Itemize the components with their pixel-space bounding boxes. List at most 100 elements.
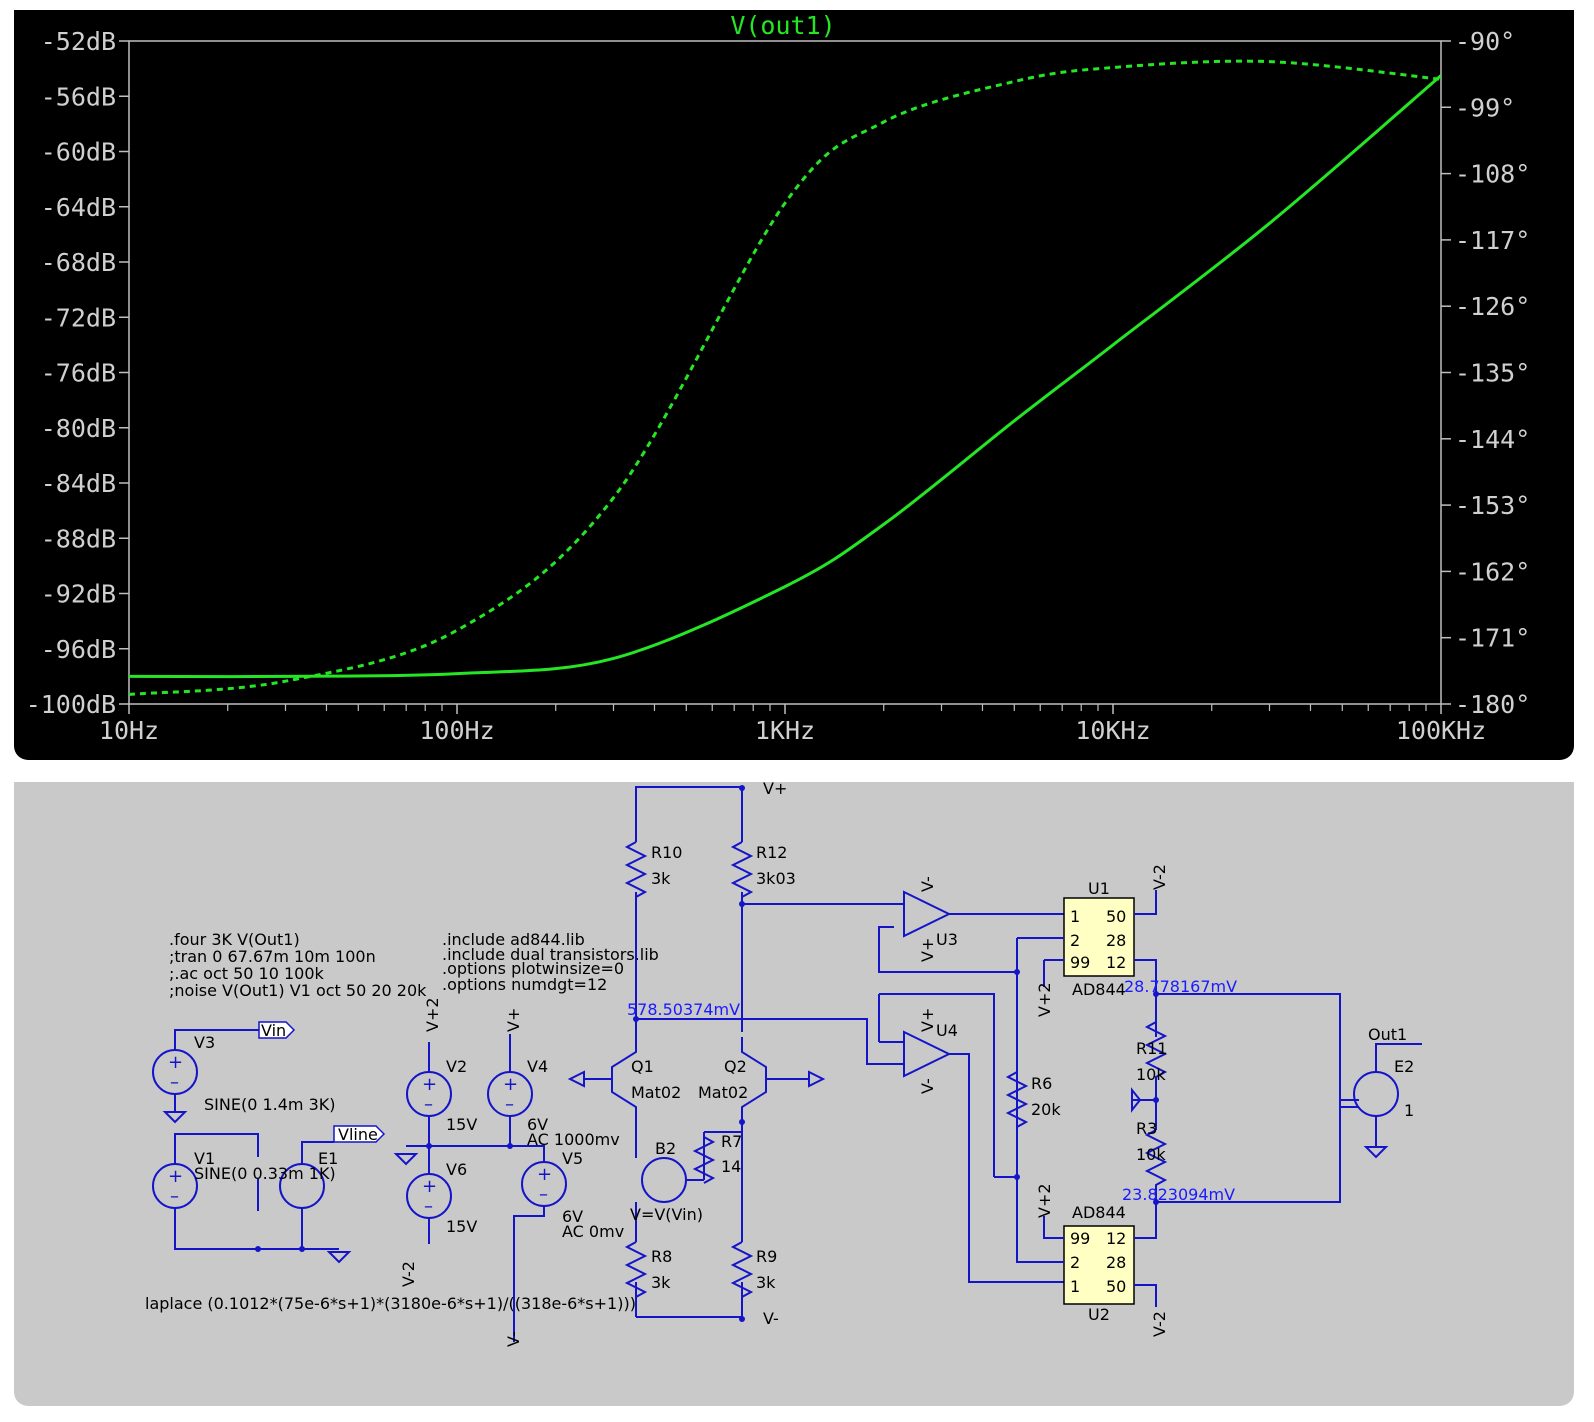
buffers-u3-u4[interactable]: U3 U4 V- V+ V+ V- bbox=[866, 876, 1064, 1283]
left-tick-label: -88dB bbox=[41, 524, 116, 553]
right-tick-label: -171° bbox=[1455, 624, 1530, 653]
r3-value: 10k bbox=[1136, 1145, 1166, 1164]
net-vplus2-label-v2: V+2 bbox=[423, 997, 442, 1032]
right-tick-label: -90° bbox=[1455, 27, 1515, 56]
spice-directive-plotwinsize[interactable]: .options plotwinsize=0 bbox=[442, 959, 624, 978]
b2-value: V=V(Vin) bbox=[630, 1205, 703, 1224]
right-tick-label: -144° bbox=[1455, 425, 1530, 454]
output-e2[interactable]: Out1 E2 1 bbox=[1340, 1025, 1422, 1159]
net-vminus2-label-u1: V-2 bbox=[1150, 864, 1169, 890]
v3-value: SINE(0 1.4m 3K) bbox=[204, 1095, 336, 1114]
spice-directive-numdgt[interactable]: .options numdgt=12 bbox=[442, 975, 607, 994]
v5-ac: AC 0mv bbox=[562, 1222, 624, 1241]
supply-sources[interactable]: V+2 V+ V-2 V- V2 15V V6 15V V4 6V AC 100… bbox=[393, 997, 624, 1347]
right-tick-label: -99° bbox=[1455, 93, 1515, 122]
v1-name: V1 bbox=[194, 1149, 215, 1168]
x-axis-frequency: 10Hz 100Hz 1KHz 10KHz 100KHz bbox=[99, 704, 1486, 745]
left-tick-label: -76dB bbox=[41, 359, 116, 388]
v6-value: 15V bbox=[446, 1217, 477, 1236]
r6-value: 20k bbox=[1031, 1100, 1061, 1119]
x-tick-label: 10KHz bbox=[1075, 716, 1150, 745]
e1-name: E1 bbox=[318, 1149, 338, 1168]
source-v1-e1[interactable]: Vline V1 SINE(0 0.33m 1K) E1 bbox=[152, 1125, 386, 1264]
u2-name: U2 bbox=[1088, 1305, 1110, 1324]
u1-pin-l1: 2 bbox=[1070, 931, 1080, 950]
source-v3[interactable]: Vin V3 SINE(0 1.4m 3K) bbox=[152, 1021, 336, 1124]
opamp-u1[interactable]: 1 2 99 50 28 12 U1 AD844 V-2 V+2 bbox=[1014, 864, 1169, 1177]
left-tick-label: -60dB bbox=[41, 138, 116, 167]
node-voltage-u2-output[interactable]: 23.823094mV bbox=[1122, 1185, 1235, 1204]
schematic-editor[interactable]: + – .four 3K V(Out1) ;tran 0 67.67m 10m … bbox=[14, 782, 1574, 1406]
r10-name: R10 bbox=[651, 843, 682, 862]
v2-value: 15V bbox=[446, 1115, 477, 1134]
left-axis-db: -52dB-56dB-60dB-64dB-68dB-72dB-76dB-80dB… bbox=[26, 27, 129, 719]
q2-model: Mat02 bbox=[698, 1083, 748, 1102]
r12-name: R12 bbox=[756, 843, 787, 862]
node-voltage-collector[interactable]: 578.50374mV bbox=[627, 1000, 740, 1019]
spice-directive-include-transistors[interactable]: .include dual transistors.lib bbox=[442, 945, 659, 964]
net-vplus2-label-u1: V+2 bbox=[1035, 982, 1054, 1017]
u1-name: U1 bbox=[1088, 879, 1110, 898]
u1-pin-l2: 99 bbox=[1070, 953, 1090, 972]
u1-pin-r2: 12 bbox=[1106, 953, 1126, 972]
left-tick-label: -80dB bbox=[41, 414, 116, 443]
feedback-resistors[interactable]: R6 20k R11 10k R3 10k 28.778167mV 23.823… bbox=[994, 977, 1359, 1204]
u1-pin-r0: 50 bbox=[1106, 907, 1126, 926]
r3-name: R3 bbox=[1136, 1119, 1157, 1138]
v6-name: V6 bbox=[446, 1160, 467, 1179]
left-tick-label: -56dB bbox=[41, 82, 116, 111]
r6-name: R6 bbox=[1031, 1074, 1052, 1093]
u1-pin-l0: 1 bbox=[1070, 907, 1080, 926]
left-tick-label: -52dB bbox=[41, 27, 116, 56]
net-vplus2-label-u2: V+2 bbox=[1035, 1183, 1054, 1218]
u2-pin-r2: 50 bbox=[1106, 1277, 1126, 1296]
q2-name: Q2 bbox=[724, 1057, 747, 1076]
right-tick-label: -126° bbox=[1455, 292, 1530, 321]
magnitude-trace bbox=[128, 74, 1442, 679]
differential-pair[interactable]: V+ R10 3k R12 3k03 578.50374mV Q1 Mat02 … bbox=[567, 782, 894, 1328]
r9-value: 3k bbox=[756, 1273, 776, 1292]
v4-ac: AC 1000mv bbox=[527, 1130, 620, 1149]
waveform-viewer[interactable]: V(out1) -52dB-56dB-60dB-64dB-68dB-72dB-7… bbox=[14, 10, 1574, 760]
x-tick-label: 100KHz bbox=[1396, 716, 1486, 745]
left-tick-label: -72dB bbox=[41, 303, 116, 332]
u2-model: AD844 bbox=[1072, 1203, 1126, 1222]
x-tick-label: 1KHz bbox=[755, 716, 815, 745]
left-tick-label: -92dB bbox=[41, 580, 116, 609]
laplace-expression[interactable]: laplace (0.1012*(75e-6*s+1)*(3180e-6*s+1… bbox=[145, 1294, 636, 1313]
net-tag-vin: Vin bbox=[261, 1021, 286, 1040]
r9-name: R9 bbox=[756, 1247, 777, 1266]
r11-name: R11 bbox=[1136, 1039, 1167, 1058]
right-tick-label: -180° bbox=[1455, 690, 1530, 719]
r12-value: 3k03 bbox=[756, 869, 796, 888]
spice-directive-tran[interactable]: ;tran 0 67.67m 10m 100n bbox=[169, 947, 376, 966]
node-voltage-u1-output[interactable]: 28.778167mV bbox=[1124, 977, 1237, 996]
right-tick-label: -153° bbox=[1455, 491, 1530, 520]
u2-pin-l0: 99 bbox=[1070, 1229, 1090, 1248]
q1-name: Q1 bbox=[631, 1057, 654, 1076]
plot-area[interactable] bbox=[128, 40, 1442, 705]
net-vminus2-label-v6: V-2 bbox=[399, 1261, 418, 1287]
opamp-u2[interactable]: 99 2 1 12 28 50 AD844 U2 V+2 V-2 bbox=[1016, 1100, 1341, 1337]
spice-directive-ac[interactable]: ;.ac oct 50 10 100k bbox=[169, 964, 325, 983]
left-tick-label: -100dB bbox=[26, 690, 116, 719]
v5-value: 6V bbox=[562, 1207, 583, 1226]
u2-pin-l2: 1 bbox=[1070, 1277, 1080, 1296]
net-vplus-label-u3: V+ bbox=[918, 938, 937, 962]
b2-name: B2 bbox=[655, 1139, 676, 1158]
right-tick-label: -108° bbox=[1455, 160, 1530, 189]
v4-value: 6V bbox=[527, 1115, 548, 1134]
net-vminus2-label-u2: V-2 bbox=[1150, 1311, 1169, 1337]
u1-pin-r1: 28 bbox=[1106, 931, 1126, 950]
x-tick-label: 10Hz bbox=[99, 716, 159, 745]
v2-name: V2 bbox=[446, 1057, 467, 1076]
plot-title[interactable]: V(out1) bbox=[730, 11, 835, 40]
spice-directive-noise[interactable]: ;noise V(Out1) V1 oct 50 20 20k bbox=[169, 981, 427, 1000]
spice-directive-include-ad844[interactable]: .include ad844.lib bbox=[442, 930, 585, 949]
spice-directive-four[interactable]: .four 3K V(Out1) bbox=[169, 930, 300, 949]
left-tick-label: -84dB bbox=[41, 469, 116, 498]
right-tick-label: -162° bbox=[1455, 557, 1530, 586]
u1-model: AD844 bbox=[1072, 980, 1126, 999]
x-tick-label: 100Hz bbox=[419, 716, 494, 745]
net-vplus-label-top: V+ bbox=[763, 782, 787, 798]
